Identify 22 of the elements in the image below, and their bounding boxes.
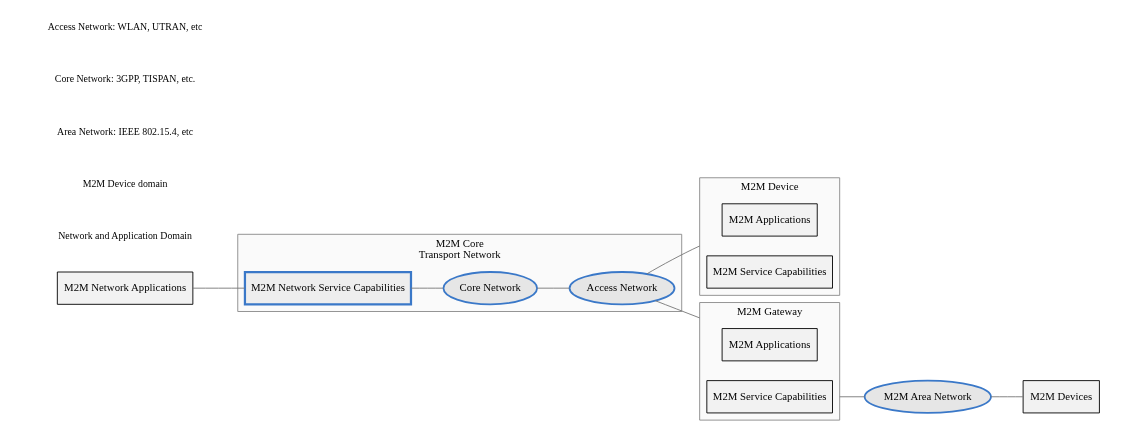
label: Area Network: IEEE 802.15.4, etc xyxy=(57,125,194,137)
node-box: M2M Applications xyxy=(721,203,818,237)
node-box: M2M Service Capabilities xyxy=(706,255,833,289)
node-ellipse: Core Network xyxy=(442,271,538,306)
connector xyxy=(536,287,570,289)
node-box: M2M Network Applications xyxy=(56,271,194,305)
connector xyxy=(646,245,701,275)
node-box: M2M Devices xyxy=(1022,380,1100,414)
node-box: M2M Service Capabilities xyxy=(706,380,833,414)
node-box: M2M Network Service Capabilities xyxy=(243,270,413,306)
node-ellipse: M2M Area Network xyxy=(863,379,992,414)
label: Network and Application Domain xyxy=(58,229,193,241)
label: Core Network: 3GPP, TISPAN, etc. xyxy=(54,73,196,85)
connector xyxy=(839,396,866,398)
node-ellipse: Access Network xyxy=(568,271,676,306)
label: M2M Device domain xyxy=(82,177,168,189)
connector xyxy=(410,287,444,289)
connector xyxy=(654,300,701,319)
connector xyxy=(192,287,246,289)
node-box: M2M Applications xyxy=(721,328,818,362)
label: Access Network: WLAN, UTRAN, etc xyxy=(47,21,203,33)
connector xyxy=(990,396,1024,398)
